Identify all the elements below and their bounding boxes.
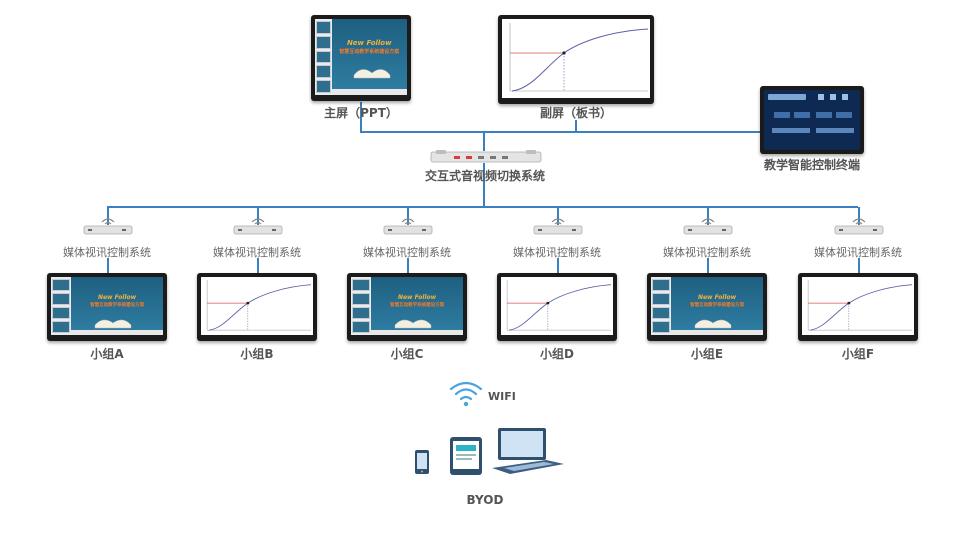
media-control-label: 媒体视讯控制系统 xyxy=(363,246,451,259)
group-screen-4: New Follow 智慧互动教学系统建设方案 xyxy=(647,273,767,341)
control-terminal xyxy=(760,86,864,154)
group-drop-line xyxy=(858,207,860,225)
group-monitor-line xyxy=(858,258,860,274)
media-control-label: 媒体视讯控制系统 xyxy=(213,246,301,259)
media-control-label: 媒体视讯控制系统 xyxy=(63,246,151,259)
router-icon xyxy=(83,218,133,235)
main-screen: New Follow 智慧互动教学系统建设方案 xyxy=(311,15,411,101)
byod-label: BYOD xyxy=(466,493,504,507)
group-drop-line xyxy=(707,207,709,225)
wifi-label: WIFI xyxy=(488,390,516,403)
slide-title: New Follow xyxy=(97,294,137,301)
ppt-slide: New Follow 智慧互动教学系统建设方案 xyxy=(651,277,763,335)
router-icon xyxy=(834,218,884,235)
group-label: 小组E xyxy=(690,347,724,361)
media-control-label: 媒体视讯控制系统 xyxy=(663,246,751,259)
group-label: 小组C xyxy=(390,347,424,361)
group-drop-line xyxy=(407,207,409,225)
book-illustration xyxy=(353,69,390,79)
top-bus xyxy=(360,131,809,133)
router-icon xyxy=(233,218,283,235)
group-label: 小组D xyxy=(540,347,574,361)
group-screen-5 xyxy=(798,273,918,341)
sub-screen xyxy=(498,15,654,104)
sigmoid-graph xyxy=(502,19,650,98)
group-screen-1 xyxy=(197,273,317,341)
slide-title: New Follow xyxy=(697,294,737,301)
link-main-to-switcher xyxy=(360,102,362,132)
control-terminal-label: 教学智能控制终端 xyxy=(763,158,860,172)
sigmoid-graph xyxy=(802,277,914,335)
media-control-label: 媒体视讯控制系统 xyxy=(814,246,902,259)
ppt-slide: New Follow 智慧互动教学系统建设方案 xyxy=(315,19,407,95)
book-illustration xyxy=(394,319,432,329)
wifi-icon xyxy=(449,381,483,407)
router-icon xyxy=(383,218,433,235)
slide-title: New Follow xyxy=(346,39,392,47)
router-icon xyxy=(683,218,733,235)
sigmoid-graph xyxy=(201,277,313,335)
book-illustration xyxy=(94,319,132,329)
group-label: 小组B xyxy=(240,347,274,361)
slide-title: New Follow xyxy=(397,294,437,301)
link-bus-to-switcher xyxy=(483,131,485,151)
router-icon xyxy=(533,218,583,235)
group-drop-line xyxy=(107,207,109,225)
ppt-slide: New Follow 智慧互动教学系统建设方案 xyxy=(51,277,163,335)
group-label: 小组F xyxy=(841,347,875,361)
control-panel-screen xyxy=(764,90,860,150)
tablet-icon xyxy=(450,437,482,475)
group-screen-0: New Follow 智慧互动教学系统建设方案 xyxy=(47,273,167,341)
link-sub-to-switcher xyxy=(575,120,577,132)
media-control-label: 媒体视讯控制系统 xyxy=(513,246,601,259)
group-drop-line xyxy=(257,207,259,225)
slide-subtitle: 智慧互动教学系统建设方案 xyxy=(339,49,400,55)
sub-screen-label: 副屏（板书） xyxy=(539,106,612,120)
laptop-icon xyxy=(492,428,564,474)
group-monitor-line xyxy=(707,258,709,274)
group-screen-2: New Follow 智慧互动教学系统建设方案 xyxy=(347,273,467,341)
switcher-label: 交互式音视频切换系统 xyxy=(424,169,545,183)
group-monitor-line xyxy=(557,258,559,274)
group-monitor-line xyxy=(407,258,409,274)
phone-icon xyxy=(415,450,429,474)
link-switcher-to-groups xyxy=(483,163,485,207)
book-illustration xyxy=(694,319,732,329)
slide-subtitle: 智慧互动教学系统建设方案 xyxy=(90,303,145,308)
group-drop-line xyxy=(557,207,559,225)
main-screen-label: 主屏（PPT） xyxy=(324,106,398,120)
group-monitor-line xyxy=(257,258,259,274)
terminal-logo xyxy=(768,94,806,100)
group-label: 小组A xyxy=(90,347,124,361)
group-screen-3 xyxy=(497,273,617,341)
slide-subtitle: 智慧互动教学系统建设方案 xyxy=(690,303,745,308)
group-monitor-line xyxy=(107,258,109,274)
sigmoid-graph xyxy=(501,277,613,335)
group-bus xyxy=(107,206,858,208)
slide-subtitle: 智慧互动教学系统建设方案 xyxy=(390,303,445,308)
ppt-slide: New Follow 智慧互动教学系统建设方案 xyxy=(351,277,463,335)
av-switcher-device xyxy=(430,150,542,163)
